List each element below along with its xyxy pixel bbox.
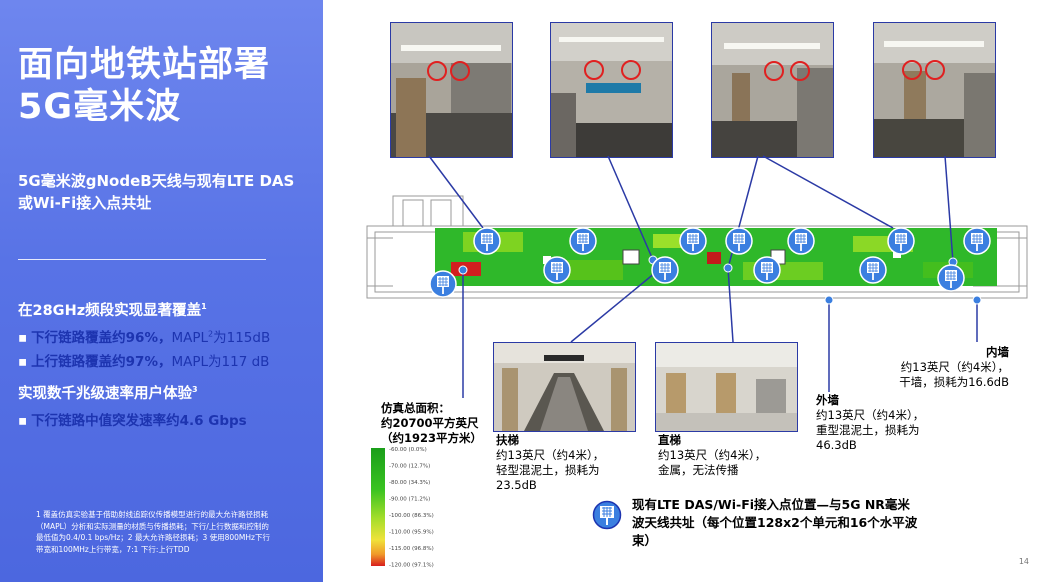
elevator-line-2: 金属，无法传播 [658,463,739,477]
platform-photo-2-art [551,23,672,157]
escalator-line-2: 轻型混泥土，损耗为 [496,463,600,477]
section-coverage-text: 在28GHz频段实现显著覆盖 [18,303,202,319]
colorbar-label: -80.00 (34.3%) [389,480,430,486]
antenna-icon [569,227,597,255]
colorbar-label: -70.00 (12.7%) [389,464,430,470]
elevator-line-1: 约13英尺（约4米）， [658,448,767,462]
outer-wall-line-2: 重型混泥土，损耗为 [816,423,920,437]
left-panel: 面向地铁站部署 5G毫米波 5G毫米波gNodeB天线与现有LTE DAS或Wi… [0,0,323,582]
section-speed: 实现数千兆级速率用户体验3 [18,382,198,403]
colorbar-label: -115.00 (96.8%) [389,546,434,552]
colorbar-label: -100.00 (86.3%) [389,513,434,519]
colorbar-label: -110.00 (95.9%) [389,530,434,536]
section-coverage: 在28GHz频段实现显著覆盖1 [18,299,207,320]
escalator-photo-art [494,343,635,431]
bullet-downlink-tail: 为115dB [213,330,271,346]
coverage-colorbar [371,448,385,566]
area-line-1: 仿真总面积： [381,401,450,415]
legend-antenna-icon [592,500,622,530]
antenna-icon [473,227,501,255]
bullet-uplink: ▪上行链路覆盖约97%，MAPL为117 dB [18,350,269,370]
antenna-icon [679,227,707,255]
photo-platform-2 [550,22,673,158]
bullet-symbol: ▪ [18,354,28,370]
platform-photo-4-art [874,23,995,157]
annotation-escalator: 扶梯 约13英尺（约4米）， 轻型混泥土，损耗为 23.5dB [496,433,604,493]
outer-wall-title: 外墙 [816,393,839,407]
bullet-downlink: ▪下行链路覆盖约96%，MAPL2为115dB [18,326,271,347]
escalator-title: 扶梯 [496,433,519,447]
page-title: 面向地铁站部署 5G毫米波 [18,44,270,128]
title-line-1: 面向地铁站部署 [18,45,271,85]
bullet-speed: ▪下行链路中值突发速率约4.6 Gbps [18,409,247,429]
photo-platform-4 [873,22,996,158]
footnote: 1 覆盖仿真实验基于借助射线追踪仪传播模型进行的最大允许路径损耗（MAPL）分析… [36,510,270,554]
bullet-downlink-pre: 下行链路覆盖约96%， [31,330,172,346]
bullet-speed-text: 下行链路中值突发速率约4.6 Gbps [31,413,247,429]
annotation-elevator: 直梯 约13英尺（约4米）， 金属，无法传播 [658,433,766,478]
annotation-area: 仿真总面积： 约20700平方英尺 （约1923平方米） [381,401,482,446]
annotation-outer-wall: 外墙 约13英尺（约4米）， 重型混泥土，损耗为 46.3dB [816,393,924,453]
divider [18,259,266,260]
bullet-uplink-rest: MAPL为117 dB [171,354,270,370]
antenna-icon [937,264,965,292]
bullet-downlink-rest: MAPL [171,330,209,346]
station-diagram: -60.00 (0.0%) -70.00 (12.7%) -80.00 (34.3%… [366,155,1028,569]
antenna-icon [651,256,679,284]
antenna-icon [887,227,915,255]
annotation-inner-wall: 内墙 约13英尺（约4米）， 干墙，损耗为16.6dB [899,345,1009,390]
legend-text: 现有LTE DAS/Wi-Fi接入点位置—与5G NR毫米波天线共址（每个位置1… [632,497,918,548]
antenna-icon [543,256,571,284]
antenna-icon [787,227,815,255]
antenna-icon [753,256,781,284]
colorbar-label: -120.00 (97.1%) [389,563,434,569]
colorbar-label: -90.00 (71.2%) [389,497,430,503]
bullet-symbol: ▪ [18,330,28,346]
photo-platform-1 [390,22,513,158]
antenna-icon [725,227,753,255]
antenna-icon [963,227,991,255]
outer-wall-line-3: 46.3dB [816,438,857,452]
colorbar-labels: -60.00 (0.0%) -70.00 (12.7%) -80.00 (34.3%… [389,447,434,569]
bullet-downlink-sup: 2 [208,329,214,339]
antenna-icon [859,256,887,284]
connector-lines [428,155,978,398]
section-speed-sup: 3 [192,385,198,395]
escalator-line-1: 约13英尺（约4米）， [496,448,605,462]
antenna-icon [429,270,457,298]
platform-photo-1-art [391,23,512,157]
inner-wall-title: 内墙 [986,345,1009,359]
connector-dots [458,255,982,305]
section-speed-text: 实现数千兆级速率用户体验 [18,386,192,402]
elevator-photo-art [656,343,797,431]
platform-photo-3-art [712,23,833,157]
bullet-symbol: ▪ [18,413,28,429]
photo-escalator [493,342,636,432]
inner-wall-line-2: 干墙，损耗为16.6dB [899,375,1009,389]
title-line-2: 5G毫米波 [18,87,182,127]
colorbar-label: -60.00 (0.0%) [389,447,427,453]
photo-elevator [655,342,798,432]
elevator-title: 直梯 [658,433,681,447]
bullet-uplink-pre: 上行链路覆盖约97%， [31,354,172,370]
outer-wall-line-1: 约13英尺（约4米）， [816,408,925,422]
escalator-line-3: 23.5dB [496,478,537,492]
subtitle: 5G毫米波gNodeB天线与现有LTE DAS或Wi-Fi接入点共址 [18,172,295,212]
section-coverage-sup: 1 [201,302,207,312]
antenna-icons [429,227,991,298]
area-line-3: （约1923平方米） [381,431,483,445]
photo-platform-3 [711,22,834,158]
area-line-2: 约20700平方英尺 [381,416,479,430]
inner-wall-line-1: 约13英尺（约4米）， [900,360,1009,374]
page-number: 14 [1018,557,1029,566]
